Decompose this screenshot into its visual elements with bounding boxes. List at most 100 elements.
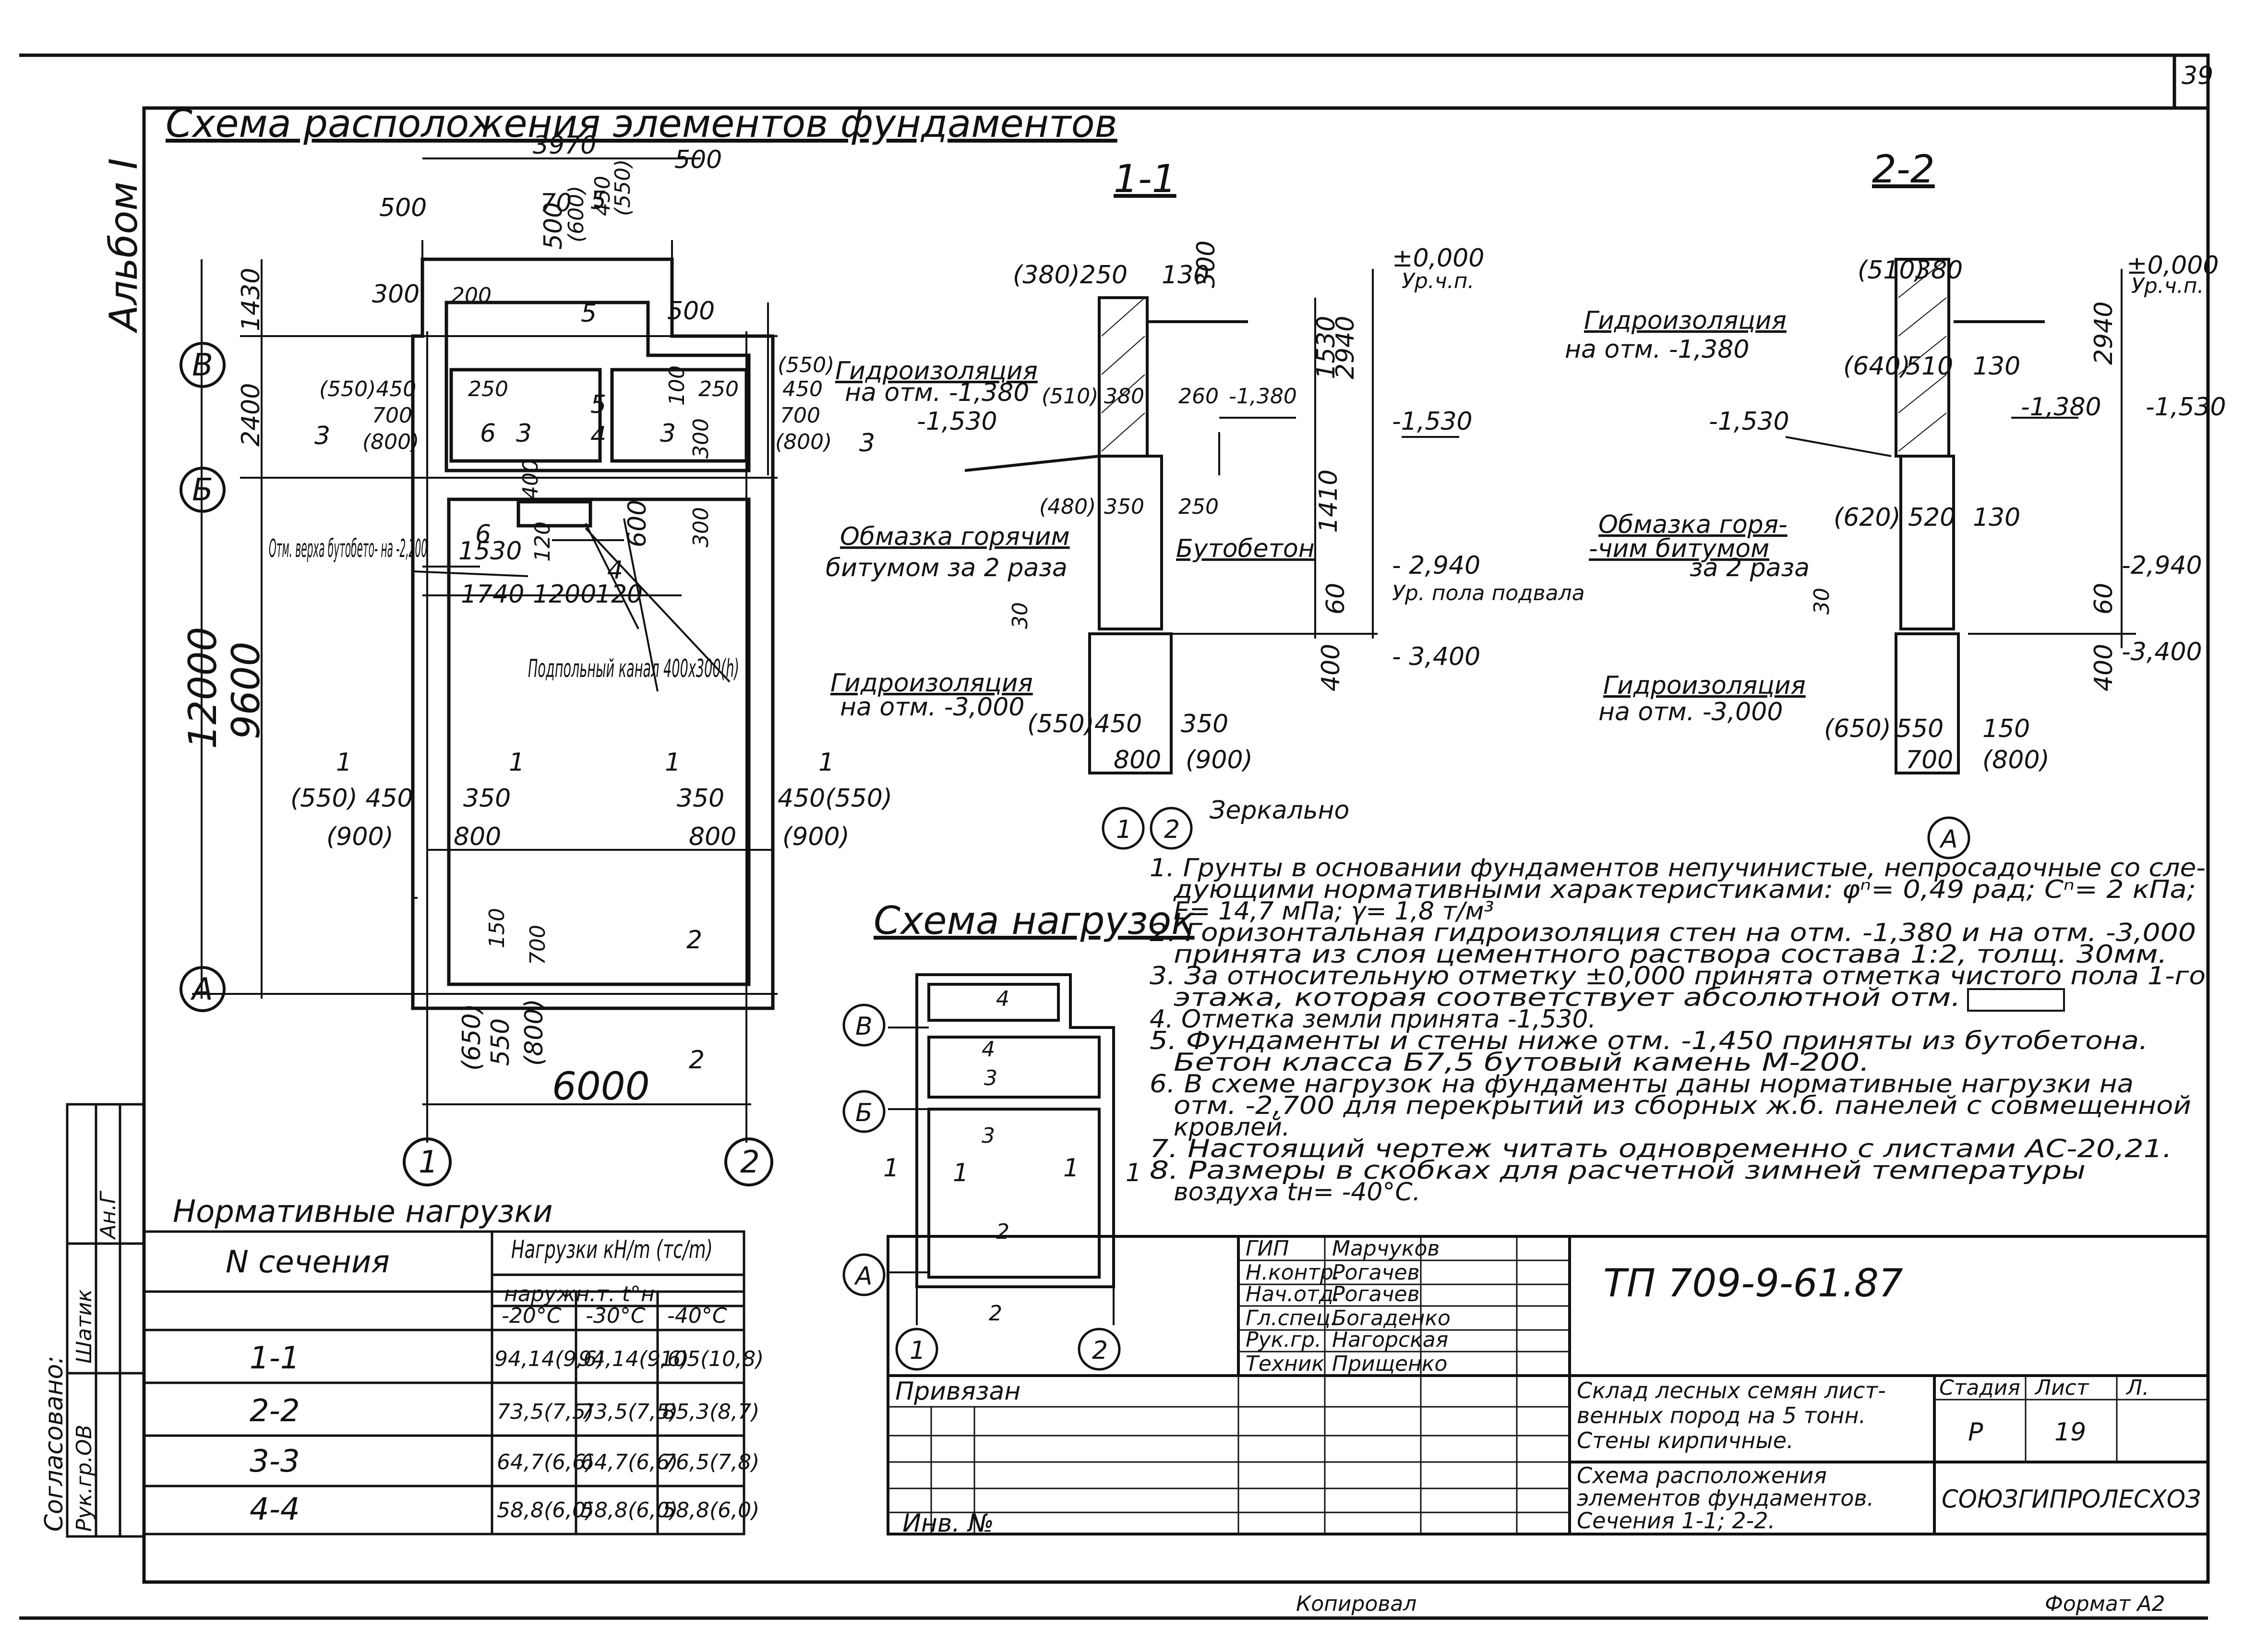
dim-300-b: 300	[689, 418, 713, 459]
table-row-2-v1: 73,5(7,5)	[497, 1400, 594, 1424]
stamp-role-5: Рук.гр.	[1246, 1328, 1321, 1352]
note-channel: Подпольный канал 400х300(h)	[528, 654, 739, 683]
load-mark-3b: 3	[982, 1124, 995, 1148]
table-temp-40: -40°С	[667, 1304, 727, 1328]
stamp-role-6: Техник	[1246, 1352, 1324, 1376]
load-mark-1d: 1	[1126, 1159, 1141, 1187]
dim-800-b: 800	[689, 822, 736, 851]
lbl-1380: -1,380	[1229, 384, 1297, 409]
lbl2-0000: ±0,000	[2126, 251, 2219, 280]
dim-150: 150	[485, 908, 509, 948]
stamp-name-2: Рогачев	[1332, 1260, 1420, 1285]
dim-800-a: 800	[454, 822, 501, 851]
table-row-2-sec: 2-2	[250, 1393, 300, 1429]
axis-marker-v: В	[192, 348, 213, 383]
lbl2-380: 380	[1915, 256, 1963, 285]
axis-marker-a: А	[190, 972, 213, 1007]
section-mark-1d: 1	[818, 748, 834, 777]
lbl2-550: 550	[1896, 714, 1944, 743]
table-temp-30: -30°С	[586, 1304, 646, 1328]
table-row-1-v1: 94,14(9,6)	[494, 1347, 605, 1371]
lbl-450: 450	[1094, 710, 1142, 738]
dim-1430: 1430	[237, 268, 265, 331]
dim-300: 300	[372, 280, 420, 309]
dim-650: (650)	[457, 1003, 486, 1071]
dim-450-550: 450(550)	[778, 784, 892, 813]
dim-500-vert: 500	[539, 202, 568, 250]
lbl-0000: ±0,000	[1392, 244, 1484, 273]
dim-120-b: 120	[595, 580, 643, 609]
dim-350-b: 350	[677, 784, 724, 813]
table-row-3-v3: 76,5(7,8)	[662, 1450, 759, 1475]
note-line-5: принята из слоя цементного раствора сост…	[1174, 940, 2167, 969]
dim-450-550: 450	[590, 176, 615, 216]
note-line-8: 4. Отметка земли принята -1,530.	[1150, 1005, 1596, 1034]
lbl2-3400: -3,400	[2122, 638, 2202, 666]
dim-250-b: 250	[698, 377, 739, 401]
load-mark-2a: 2	[996, 1220, 1009, 1244]
lbl2-hydro: Гидроизоляция	[1584, 306, 1787, 335]
lbl2-ur-ch-p: Ур.ч.п.	[2131, 274, 2204, 298]
album-label: Альбом I	[101, 158, 146, 334]
section-mark-5c: 5	[590, 390, 606, 419]
dim-100: 100	[665, 365, 689, 406]
approvals-r2: Шатик	[72, 1289, 96, 1364]
dim-550-450-b: (550) 450	[290, 784, 413, 813]
lbl-350: 350	[1104, 495, 1144, 519]
lbl-380-250: (380)250	[1013, 261, 1128, 290]
dim-550-right: (550)	[778, 353, 834, 377]
note-line-12: отм. -2,700 для перекрытий из сборных ж.…	[1174, 1091, 2191, 1120]
lbl2-60-v: 60	[2089, 583, 2118, 615]
load-mark-1b: 1	[953, 1159, 969, 1187]
approvals-r1: Рук.гр.ОВ	[72, 1425, 96, 1532]
table-row-1-sec: 1-1	[250, 1341, 300, 1376]
lbl2-800: (800)	[1982, 746, 2050, 774]
section-2-2: 2-2 (510) 380 ±0,000 Ур.ч.п. Гидроизоляц…	[1565, 147, 2226, 859]
stamp-role-4: Гл.спец.	[1246, 1306, 1337, 1330]
note-line-6: 3. За относительную отметку ±0,000 приня…	[1150, 962, 2206, 991]
plan-title: Схема расположения элементов фундаментов	[166, 101, 1117, 146]
loads-table: Нормативные нагрузки N сечения Нагрузки …	[143, 1194, 764, 1535]
dim-6000: 6000	[552, 1064, 650, 1109]
axis-marker-1: 1	[419, 1145, 438, 1180]
stamp-sheet-h: Лист	[2034, 1376, 2089, 1400]
section-mark-3c: 3	[660, 419, 676, 448]
lbl2-1530-right: -1,530	[2146, 393, 2226, 422]
section-mark-6b: 6	[475, 520, 491, 549]
dim-800-c: (800)	[520, 999, 549, 1066]
dim-70: 70	[540, 189, 572, 218]
lbl2-510-b: 510	[1906, 352, 1953, 381]
axis-1-section: 1	[1116, 815, 1132, 844]
lbl-rubble-concrete: Бутобетон	[1176, 534, 1315, 563]
lbl2-130: 130	[1973, 352, 2020, 381]
lbl2-coating-2: -чим битумом	[1589, 534, 1769, 563]
lbl2-650: (650)	[1824, 714, 1891, 743]
dim-2400: 2400	[237, 383, 265, 447]
load-mark-2b: 2	[989, 1301, 1002, 1326]
stamp-tied: Привязан	[895, 1377, 1020, 1406]
dim-9600: 9600	[224, 641, 268, 739]
lbl2-130-b: 130	[1973, 503, 2020, 532]
lbl-1530-left: -1,530	[917, 407, 997, 436]
lbl2-640: (640)	[1843, 352, 1910, 381]
section-mark-4: 4	[590, 422, 606, 450]
lbl2-hydro-bottom: Гидроизоляция	[1603, 671, 1806, 700]
lbl-ur-ch-p: Ур.ч.п.	[1402, 269, 1474, 293]
table-row-4-v3: 58,8(6,0)	[662, 1498, 759, 1523]
lbl-1530-v: 1530	[1312, 316, 1341, 379]
note-line-9: 5. Фундаменты и стены ниже отм. -1,450 п…	[1150, 1027, 2148, 1055]
dim-500-top: 500	[674, 145, 722, 174]
section-mark-3d: 3	[859, 429, 875, 458]
note-line-7: этажа, которая соответствует абсолютной …	[1174, 983, 1961, 1012]
note-line-11: 6. В схеме нагрузок на фундаменты даны н…	[1150, 1070, 2134, 1099]
dim-500-left: 500	[379, 193, 427, 222]
section-mark-1c: 1	[665, 748, 681, 777]
lbl-60-v: 60	[1321, 583, 1350, 615]
approvals-r3: Ан.Г	[96, 1190, 120, 1240]
lbl-3400: - 3,400	[1392, 642, 1480, 671]
axis-a-section: А	[1939, 825, 1958, 854]
general-notes: 1. Грунты в основании фундаментов непучи…	[1150, 854, 2206, 1207]
stamp-project-name: Склад лесных семян лист- венных пород на…	[1577, 1378, 1886, 1453]
lbl2-1380: -1,380	[2021, 393, 2101, 422]
table-temp-20: -20°С	[502, 1304, 562, 1328]
